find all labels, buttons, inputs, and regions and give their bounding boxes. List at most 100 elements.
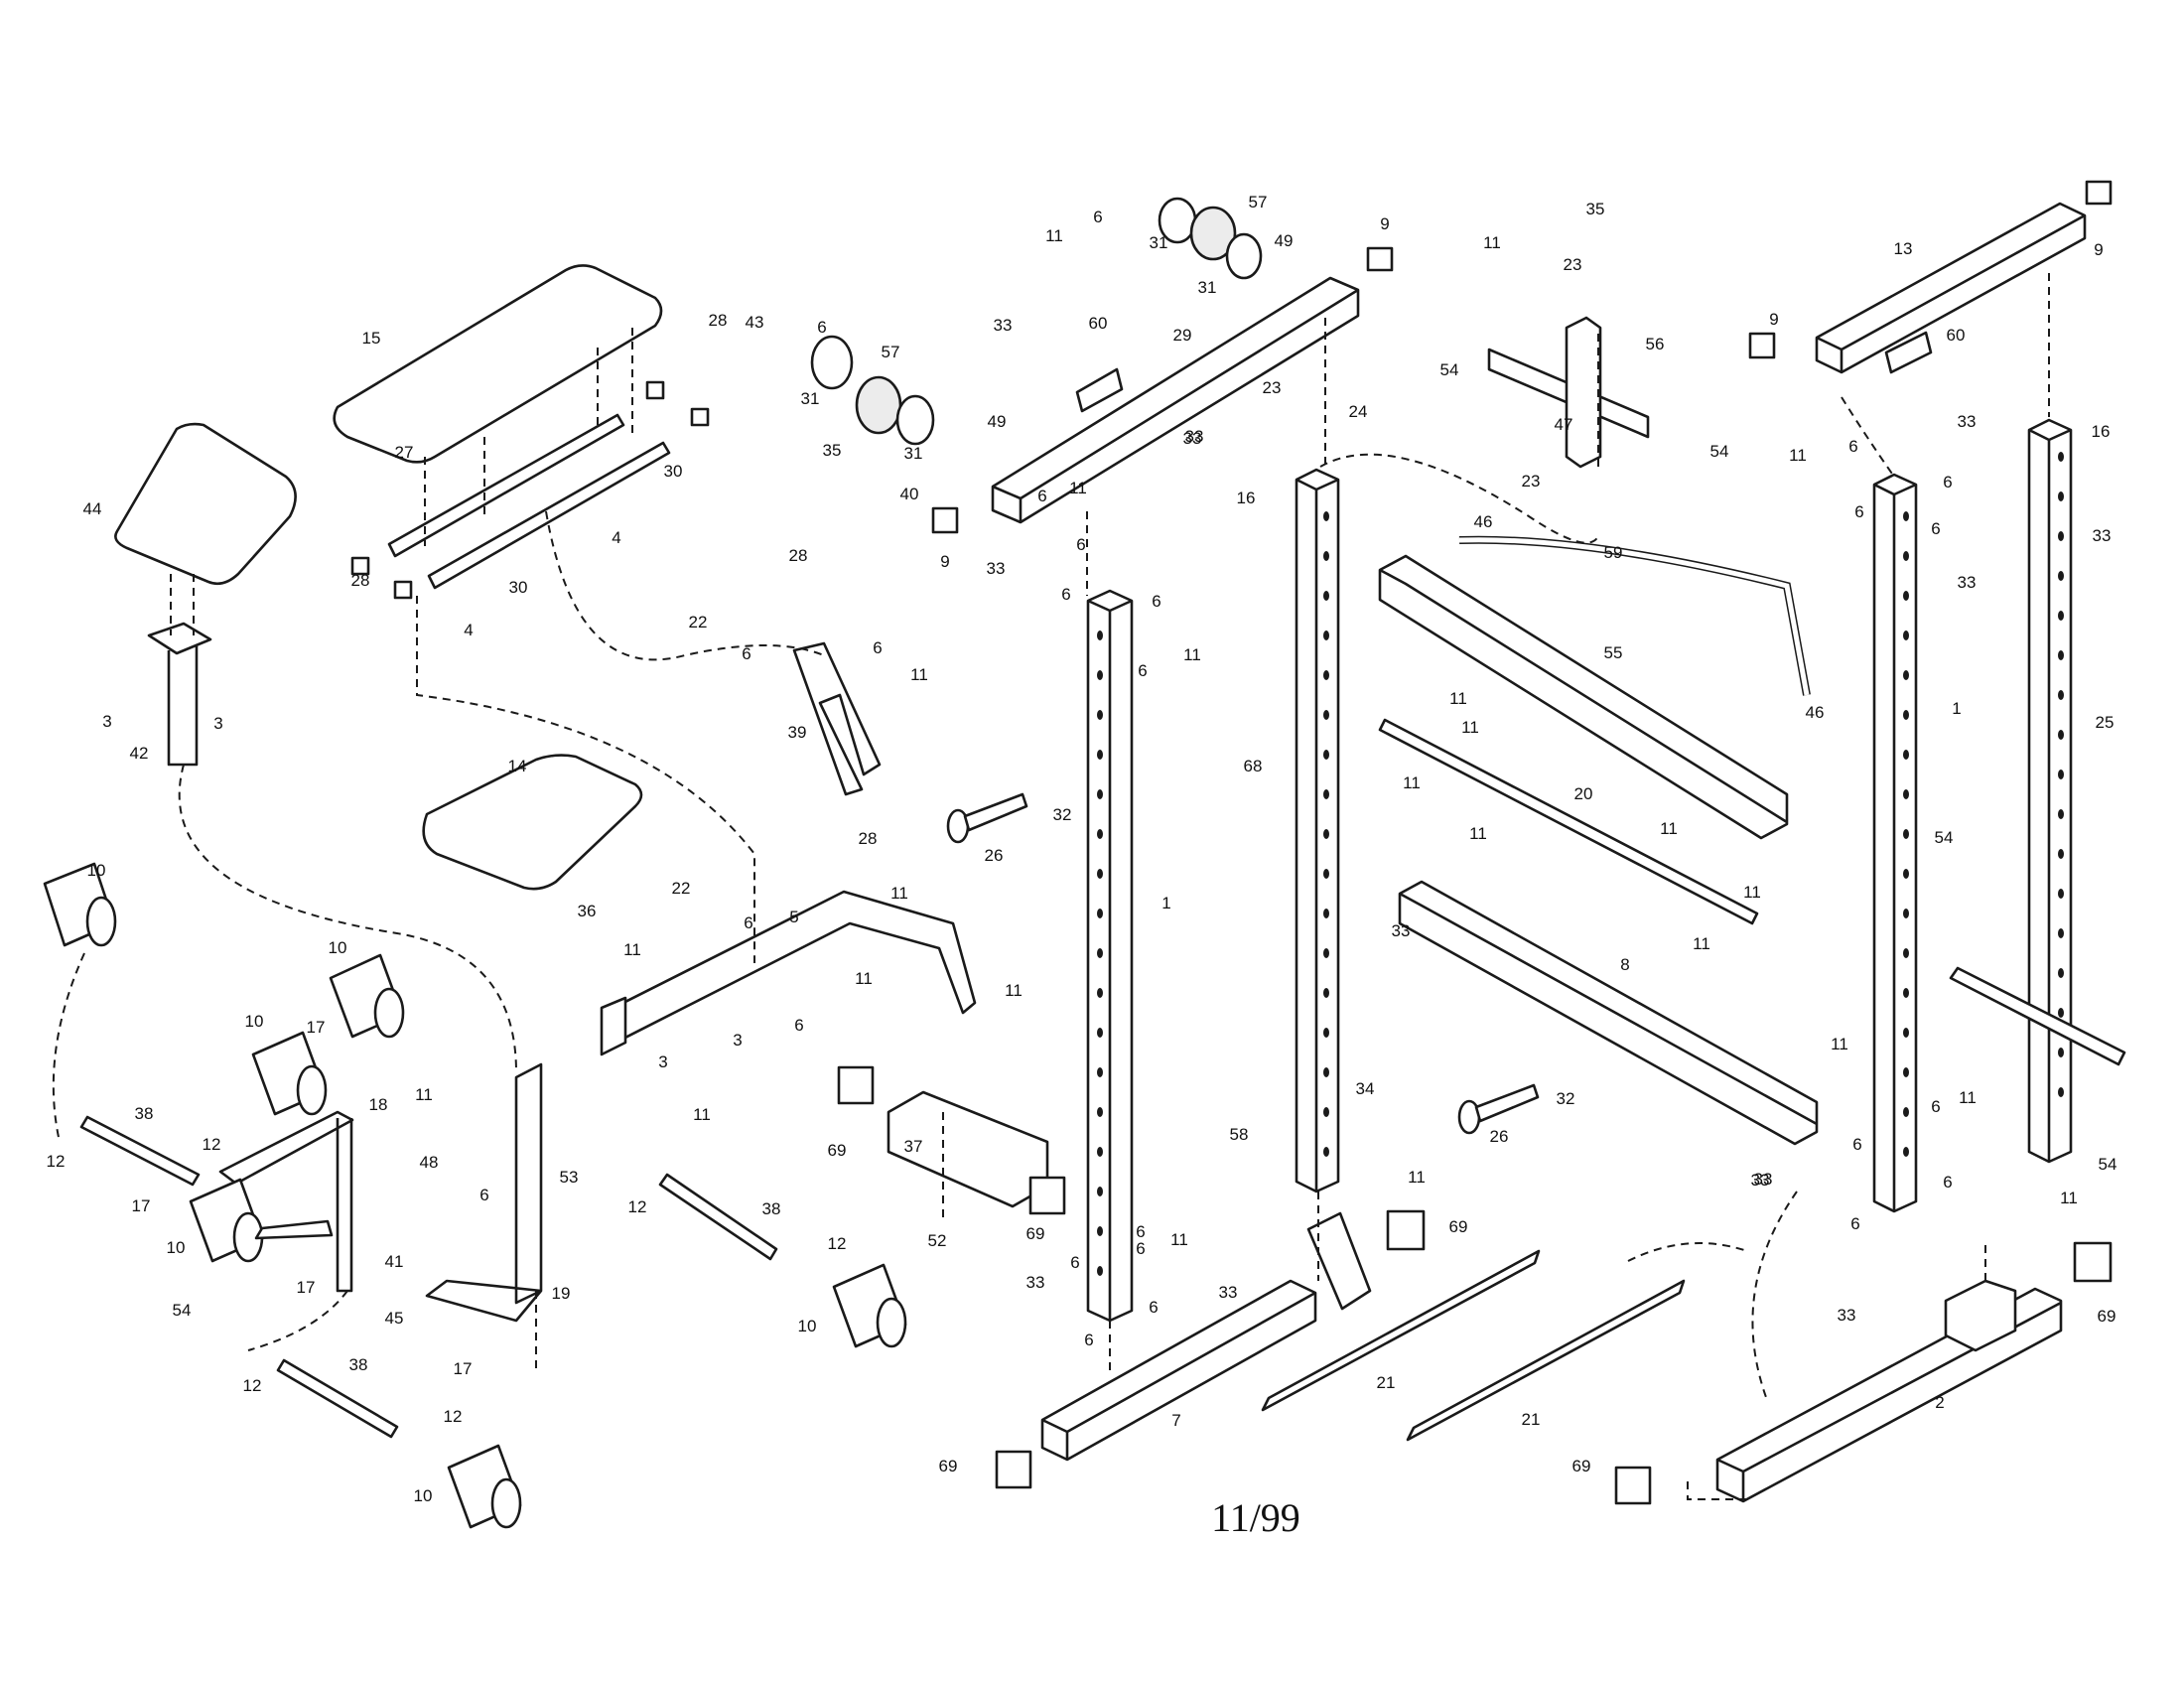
bench-assembly [114, 264, 1049, 1323]
part-label: 45 [385, 1309, 404, 1328]
upright-hole [1097, 1147, 1103, 1157]
upright-hole [1323, 1067, 1329, 1077]
part-label: 21 [1377, 1373, 1396, 1392]
part-label: 23 [1522, 472, 1541, 491]
upright-hole [1323, 789, 1329, 799]
upright-hole [1097, 1187, 1103, 1196]
center-tower [991, 276, 1819, 1462]
part-label: 32 [1557, 1089, 1575, 1108]
left-upright [1086, 589, 1134, 1323]
back-pad [333, 264, 663, 464]
part-label: 33 [1838, 1306, 1856, 1325]
foam-roller [832, 1263, 907, 1348]
tube-cap [931, 506, 959, 534]
part-label: 12 [628, 1197, 647, 1216]
base-bracket [1306, 1211, 1372, 1311]
part-label: 11 [1170, 1230, 1188, 1249]
upright-hole [2058, 730, 2064, 740]
upright-hole [1097, 670, 1103, 680]
part-label: 6 [1848, 437, 1857, 456]
part-label: 6 [1943, 1173, 1952, 1192]
part-label: 30 [509, 578, 528, 597]
tube-cap [1366, 246, 1394, 272]
part-label: 4 [464, 621, 473, 639]
part-label: 6 [1070, 1253, 1079, 1272]
part-label: 33 [1958, 412, 1977, 431]
rear-top-tube [1378, 554, 1789, 840]
part-label: 54 [1935, 828, 1954, 847]
roller-tube [276, 1358, 399, 1439]
upright-holes [1097, 452, 2064, 1276]
part-label: 16 [2092, 422, 2111, 441]
part-label: 29 [1173, 326, 1192, 345]
part-label: 10 [798, 1317, 817, 1335]
part-label: 12 [444, 1407, 463, 1426]
part-label: 33 [1754, 1170, 1773, 1189]
part-label: 57 [882, 343, 900, 361]
upright-hole [1097, 869, 1103, 879]
part-label: 11 [693, 1105, 711, 1124]
upright-hole [1097, 750, 1103, 760]
part-label: 33 [2093, 526, 2112, 545]
part-label: 6 [1152, 592, 1160, 611]
part-label: 47 [1555, 415, 1573, 434]
upright-hole [1323, 948, 1329, 958]
part-label: 11 [1469, 824, 1487, 843]
bar-holder-sleeve [1565, 316, 1602, 469]
part-label: 69 [939, 1457, 958, 1475]
part-label: 11 [415, 1085, 433, 1104]
part-label: 34 [1356, 1079, 1375, 1098]
part-label: 9 [1769, 310, 1778, 329]
part-label: 35 [1586, 200, 1605, 218]
pulley [855, 375, 902, 435]
part-label: 6 [1061, 585, 1070, 604]
pulley-cover [810, 335, 854, 390]
part-label: 3 [733, 1031, 742, 1050]
upright-hole [1323, 750, 1329, 760]
upright-hole [1323, 631, 1329, 640]
part-label: 11 [1789, 446, 1807, 465]
part-label: 17 [454, 1359, 473, 1378]
foam-roller [329, 953, 405, 1039]
part-label: 55 [1604, 643, 1623, 662]
part-label: 6 [873, 638, 882, 657]
part-label: 18 [369, 1095, 388, 1114]
part-label: 23 [1263, 378, 1282, 397]
upright-hole [2058, 770, 2064, 779]
part-label: 6 [479, 1186, 488, 1204]
part-label: 11 [1483, 233, 1501, 252]
foam-rollers [43, 862, 907, 1529]
pad-post [147, 622, 212, 767]
part-label: 11 [623, 940, 641, 959]
part-label: 15 [362, 329, 381, 348]
part-label: 33 [1392, 921, 1411, 940]
part-label: 31 [801, 389, 820, 408]
part-label: 17 [297, 1278, 316, 1297]
part-label: 11 [910, 665, 928, 684]
part-label: 6 [1931, 1097, 1940, 1116]
part-label: 38 [349, 1355, 368, 1374]
adjustment-pins [946, 792, 1540, 1135]
part-label: 11 [890, 884, 908, 903]
part-label: 12 [828, 1234, 847, 1253]
part-label: 6 [1093, 208, 1102, 226]
back-pad-frame-rail [427, 441, 671, 590]
upright-hole [1903, 511, 1909, 521]
upright-hole [1903, 909, 1909, 918]
frame-bracket [600, 996, 627, 1056]
upright-hole [1323, 670, 1329, 680]
part-label: 69 [1449, 1217, 1468, 1236]
part-label: 33 [1026, 1273, 1045, 1292]
foam-roller [43, 862, 117, 947]
seat-pad [422, 754, 643, 891]
main-bench-frame [602, 890, 977, 1045]
part-label: 25 [2096, 713, 2115, 732]
part-label: 9 [1380, 214, 1389, 233]
upright-hole [1903, 869, 1909, 879]
part-label: 36 [578, 902, 597, 920]
upright-hole [1323, 710, 1329, 720]
part-label: 3 [658, 1052, 667, 1071]
part-label: 54 [1440, 360, 1459, 379]
part-label: 69 [1026, 1224, 1045, 1243]
